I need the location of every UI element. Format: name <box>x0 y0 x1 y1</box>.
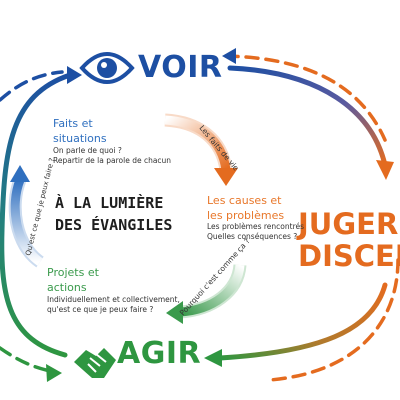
projets-heading-line2: actions <box>47 281 87 294</box>
faits-sub-line2: Repartir de la parole de chacun <box>53 156 172 165</box>
eye-icon <box>79 52 135 84</box>
projets-sub-line1: Individuellement et collectivement, <box>47 295 180 304</box>
causes-heading-line1: Les causes et <box>207 194 282 207</box>
center-title-line2: DES ÉVANGILES <box>55 216 173 234</box>
faits-sub-line1: On parle de quoi ? <box>53 146 122 155</box>
center-title-line1: À LA LUMIÈRE <box>55 194 164 212</box>
faits-heading-line1: Faits et <box>53 117 93 130</box>
dashed-arc-top-left <box>0 70 64 102</box>
causes-subtext: Les problèmes rencontrés Quelles conséqu… <box>207 222 304 242</box>
projets-subtext: Individuellement et collectivement, qu'e… <box>47 295 180 315</box>
outer-arc-top-right-head <box>376 160 394 180</box>
causes-sub-line1: Les problèmes rencontrés <box>207 222 305 231</box>
dashed-arc-bottom-left-head <box>46 364 62 382</box>
dashed-arc-bottom-left <box>0 346 57 374</box>
faits-subtext: On parle de quoi ? Repartir de la parole… <box>53 146 171 166</box>
arrow-label-quoi-faire: Qu'est ce que je peux faire ? <box>24 157 56 257</box>
causes-sub-line2: Quelles conséquences ? <box>207 232 298 241</box>
dashed-arc-top-right <box>224 54 387 142</box>
arrow-faits-to-causes: Les faits de vie <box>164 113 241 186</box>
causes-heading: Les causes et les problèmes <box>207 193 284 223</box>
outer-arc-bottom-right-head <box>204 349 222 367</box>
dashed-arc-bottom-right <box>268 258 400 382</box>
causes-heading-line2: les problèmes <box>207 209 285 222</box>
faits-heading: Faits et situations <box>53 116 107 146</box>
outer-arc-left <box>0 72 73 358</box>
voir-title: VOIR <box>138 50 223 85</box>
outer-arc-top-right <box>227 65 388 168</box>
arrow-projets-to-faits: Qu'est ce que je peux faire ? <box>8 157 56 268</box>
outer-arc-left-head <box>67 66 82 84</box>
projets-heading-line1: Projets et <box>47 266 99 279</box>
handshake-icon <box>74 348 116 378</box>
agir-title: AGIR <box>117 336 202 371</box>
discerner-title: DISCER <box>298 239 400 273</box>
projets-sub-line2: qu'est ce que je peux faire ? <box>47 305 154 314</box>
dashed-arc-top-right-head <box>222 48 236 64</box>
juger-title: JUGER <box>298 207 399 241</box>
projets-heading: Projets et actions <box>47 265 99 295</box>
outer-arc-bottom-right <box>217 282 388 361</box>
faits-heading-line2: situations <box>53 132 107 145</box>
